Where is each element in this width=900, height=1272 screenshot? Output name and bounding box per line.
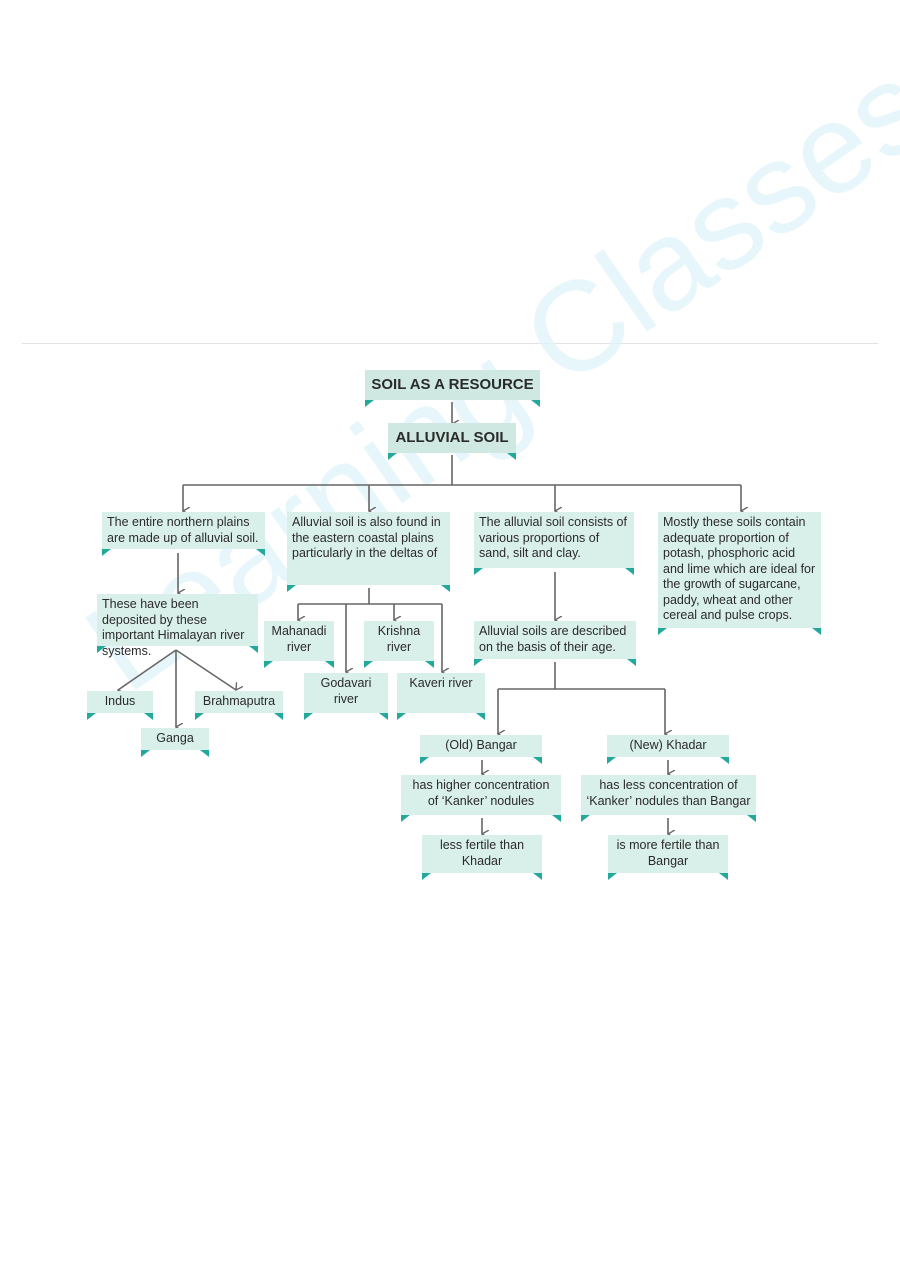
- khadar-fertile-box: is more fertile than Bangar: [608, 835, 728, 880]
- khadar-box: (New) Khadar: [607, 735, 729, 764]
- connector-to-brahmaputra: [175, 649, 236, 690]
- page-divider: [22, 343, 878, 344]
- bangar-box: (Old) Bangar: [420, 735, 542, 764]
- indus-box: Indus: [87, 691, 153, 720]
- mahanadi-box: Mahanadi river: [264, 621, 334, 668]
- kaveri-box: Kaveri river: [397, 673, 485, 720]
- khadar-kanker-box: has less concentration of ‘Kanker’ nodul…: [581, 775, 756, 822]
- northern-plains-box: The entire northern plains are made up o…: [102, 512, 265, 556]
- eastern-coastal-box: Alluvial soil is also found in the easte…: [287, 512, 450, 592]
- deposited-box: These have been deposited by these impor…: [97, 594, 258, 658]
- consists-box: The alluvial soil consists of various pr…: [474, 512, 634, 575]
- nutrients-box: Mostly these soils contain adequate prop…: [658, 512, 821, 635]
- krishna-box: Krishna river: [364, 621, 434, 668]
- title-box: SOIL AS A RESOURCE: [365, 370, 540, 407]
- godavari-box: Godavari river: [304, 673, 388, 720]
- ganga-box: Ganga: [141, 728, 209, 757]
- alluvial-soil-box: ALLUVIAL SOIL: [388, 423, 516, 460]
- age-box: Alluvial soils are described on the basi…: [474, 621, 636, 666]
- bangar-kanker-box: has higher concentration of ‘Kanker’ nod…: [401, 775, 561, 822]
- connector-to-indus: [118, 649, 177, 690]
- brahmaputra-box: Brahmaputra: [195, 691, 283, 720]
- bangar-fertile-box: less fertile than Khadar: [422, 835, 542, 880]
